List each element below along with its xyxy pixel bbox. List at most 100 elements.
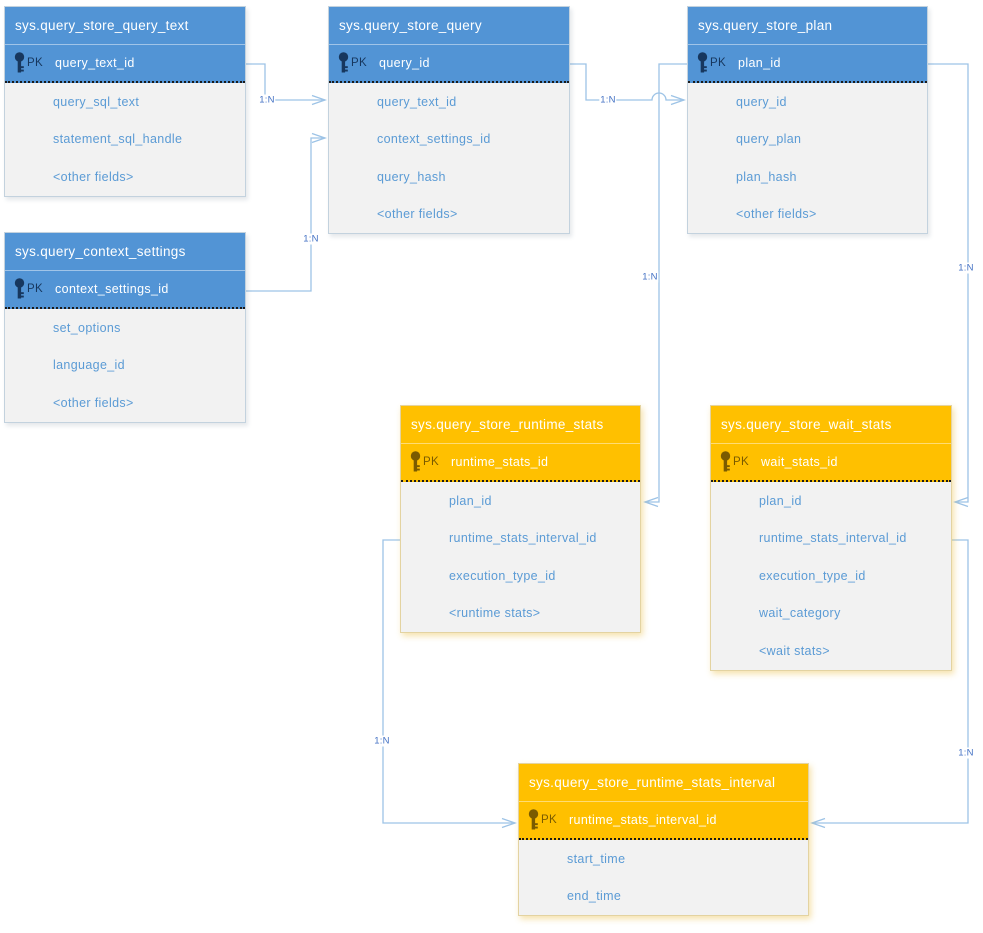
entity-header: sys.query_store_runtime_stats_interval xyxy=(519,764,808,802)
entity-query-store-plan[interactable]: sys.query_store_plan PK plan_id query_id… xyxy=(687,6,928,234)
entity-title: sys.query_store_wait_stats xyxy=(721,417,892,432)
field-name: set_options xyxy=(53,320,121,335)
field-row: language_id xyxy=(5,347,245,385)
connector-query-store-query.query_id--query-store-plan.query_id[interactable] xyxy=(570,63,686,106)
field-row: query_hash xyxy=(329,158,569,196)
arrowhead-left xyxy=(810,817,826,829)
field-list: plan_id runtime_stats_interval_id execut… xyxy=(401,482,640,632)
field-name: end_time xyxy=(567,889,622,904)
field-row: end_time xyxy=(519,878,808,916)
field-row: <other fields> xyxy=(688,196,927,234)
entity-query-store-runtime-stats-interval[interactable]: sys.query_store_runtime_stats_interval P… xyxy=(518,763,809,916)
key-icon xyxy=(409,451,422,473)
cardinality-label: 1:N xyxy=(957,747,975,759)
field-list: set_options language_id <other fields> xyxy=(5,309,245,422)
pk-badge: PK xyxy=(423,456,440,468)
connector-query-store-plan.plan_id--query-store-wait-stats.plan_id[interactable] xyxy=(928,63,969,508)
connector-query-store-query-text.query_text_id--query-store-query.query_text_id[interactable] xyxy=(246,63,327,106)
cardinality-label: 1:N xyxy=(599,94,617,106)
key-icon xyxy=(13,52,26,74)
field-row: execution_type_id xyxy=(711,557,951,595)
cardinality-label: 1:N xyxy=(373,735,391,747)
arrowhead-right xyxy=(311,132,327,144)
entity-query-context-settings[interactable]: sys.query_context_settings PK context_se… xyxy=(4,232,246,423)
pk-badge: PK xyxy=(541,814,558,826)
pk-badge: PK xyxy=(710,57,727,69)
field-row: runtime_stats_interval_id xyxy=(401,520,640,558)
connector-query-store-runtime-stats.runtime_stats_interval_id--query-store-runtime-stats-interval.runtime_stats_interval_id[interactable] xyxy=(382,539,517,829)
primary-key-row: PK query_id xyxy=(329,45,569,83)
entity-query-store-query-text[interactable]: sys.query_store_query_text PK query_text… xyxy=(4,6,246,197)
entity-title: sys.query_store_runtime_stats xyxy=(411,417,604,432)
field-name: execution_type_id xyxy=(449,568,556,583)
arrowhead-right xyxy=(311,94,327,106)
field-row: plan_id xyxy=(711,482,951,520)
cardinality-label: 1:N xyxy=(302,233,320,245)
entity-title: sys.query_store_query xyxy=(339,18,482,33)
field-list: query_text_id context_settings_id query_… xyxy=(329,83,569,233)
pk-badge: PK xyxy=(351,57,368,69)
primary-key-row: PK wait_stats_id xyxy=(711,444,951,482)
key-icon xyxy=(719,451,732,473)
entity-header: sys.query_context_settings xyxy=(5,233,245,271)
field-row: query_id xyxy=(688,83,927,121)
field-list: start_time end_time xyxy=(519,840,808,915)
arrowhead-right xyxy=(670,94,686,106)
primary-key-row: PK runtime_stats_id xyxy=(401,444,640,482)
entity-query-store-runtime-stats[interactable]: sys.query_store_runtime_stats PK runtime… xyxy=(400,405,641,633)
pk-badge: PK xyxy=(27,57,44,69)
pk-badge: PK xyxy=(27,283,44,295)
field-name: context_settings_id xyxy=(377,132,491,147)
pk-field-name: query_text_id xyxy=(55,56,135,70)
cardinality-label: 1:N xyxy=(957,262,975,274)
field-row: set_options xyxy=(5,309,245,347)
field-name: language_id xyxy=(53,358,125,373)
field-name: <other fields> xyxy=(53,169,134,184)
entity-query-store-wait-stats[interactable]: sys.query_store_wait_stats PK wait_stats… xyxy=(710,405,952,671)
cardinality-label: 1:N xyxy=(258,94,276,106)
key-icon xyxy=(337,52,350,74)
field-list: query_id query_plan plan_hash <other fie… xyxy=(688,83,927,233)
entity-title: sys.query_store_runtime_stats_interval xyxy=(529,775,776,790)
key-icon xyxy=(527,809,540,831)
field-name: start_time xyxy=(567,851,626,866)
entity-header: sys.query_store_plan xyxy=(688,7,927,45)
field-name: runtime_stats_interval_id xyxy=(759,531,907,546)
field-name: wait_category xyxy=(759,606,841,621)
field-row: query_plan xyxy=(688,121,927,159)
connector-query-store-plan.plan_id--query-store-runtime-stats.plan_id[interactable] xyxy=(643,63,687,508)
field-row: query_sql_text xyxy=(5,83,245,121)
connector-query-store-wait-stats.runtime_stats_interval_id--query-store-runtime-stats-interval.runtime_stats_interval_id[interactable] xyxy=(810,539,969,829)
field-name: <other fields> xyxy=(736,207,817,222)
entity-header: sys.query_store_runtime_stats xyxy=(401,406,640,444)
pk-field-name: context_settings_id xyxy=(55,282,169,296)
key-icon xyxy=(13,278,26,300)
field-row: execution_type_id xyxy=(401,557,640,595)
pk-field-name: runtime_stats_interval_id xyxy=(569,813,717,827)
field-name: query_id xyxy=(736,94,787,109)
field-row: wait_category xyxy=(711,595,951,633)
field-row: <other fields> xyxy=(5,158,245,196)
connector-query-context-settings.context_settings_id--query-store-query.context_settings_id[interactable] xyxy=(246,132,327,292)
field-name: <other fields> xyxy=(53,395,134,410)
arrowhead-left xyxy=(643,496,659,508)
field-row: <runtime stats> xyxy=(401,595,640,633)
pk-badge: PK xyxy=(733,456,750,468)
entity-title: sys.query_store_plan xyxy=(698,18,833,33)
field-row: <other fields> xyxy=(329,196,569,234)
primary-key-row: PK plan_id xyxy=(688,45,927,83)
pk-field-name: runtime_stats_id xyxy=(451,455,549,469)
entity-query-store-query[interactable]: sys.query_store_query PK query_id query_… xyxy=(328,6,570,234)
pk-field-name: plan_id xyxy=(738,56,781,70)
field-row: <other fields> xyxy=(5,384,245,422)
entity-title: sys.query_context_settings xyxy=(15,244,186,259)
field-name: <wait stats> xyxy=(759,643,830,658)
field-name: query_hash xyxy=(377,169,446,184)
entity-title: sys.query_store_query_text xyxy=(15,18,189,33)
field-name: query_plan xyxy=(736,132,802,147)
pk-field-name: query_id xyxy=(379,56,430,70)
key-icon xyxy=(696,52,709,74)
field-name: <other fields> xyxy=(377,207,458,222)
